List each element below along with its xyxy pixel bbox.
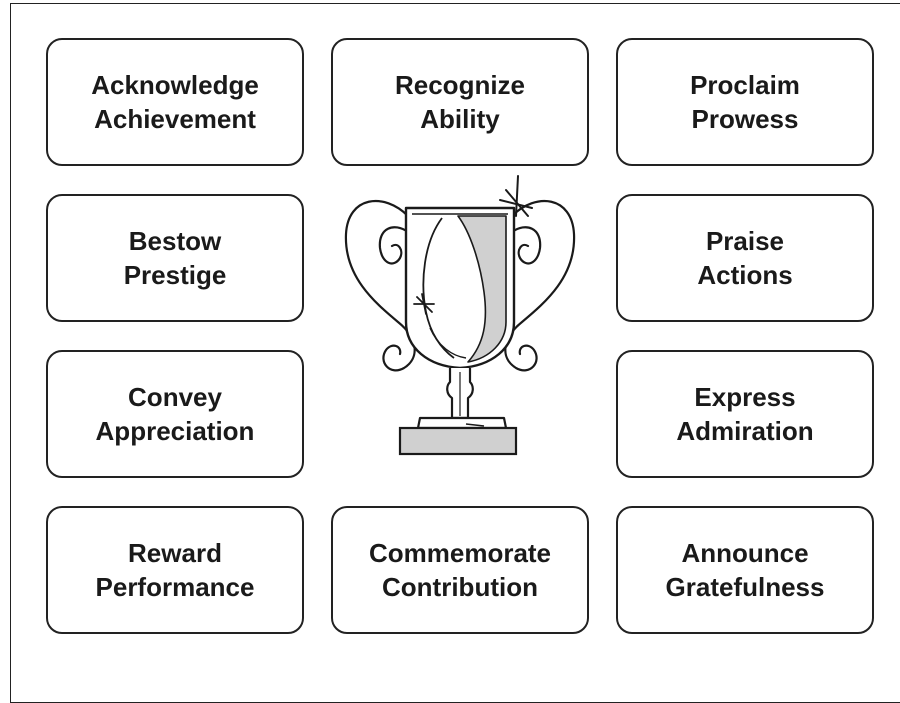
card-praise-actions: Praise Actions (616, 194, 874, 322)
card-label-line2: Actions (697, 260, 793, 290)
card-label-line1: Bestow (128, 226, 222, 256)
trophy-icon (344, 175, 576, 456)
card-reward-performance: Reward Performance (46, 506, 304, 634)
card-convey-appreciation: Convey Appreciation (46, 350, 304, 478)
card-announce-gratefulness: Announce Gratefulness (616, 506, 874, 634)
card-bestow-prestige: Bestow Prestige (46, 194, 304, 322)
card-commemorate-contribution: Commemorate Contribution (331, 506, 589, 634)
card-label-line1: Proclaim (690, 70, 800, 100)
card-label-line2: Ability (420, 104, 500, 134)
card-label-line2: Achievement (94, 104, 256, 134)
card-label-line1: Commemorate (368, 538, 552, 568)
card-label-line1: Praise (705, 226, 785, 256)
card-label-line1: Convey (128, 382, 222, 412)
card-recognize-ability: Recognize Ability (331, 38, 589, 166)
card-label-line1: Reward (128, 538, 222, 568)
card-acknowledge-achievement: Acknowledge Achievement (46, 38, 304, 166)
card-label-line1: Express (694, 382, 796, 412)
card-label-line2: Contribution (382, 572, 538, 602)
card-label-line2: Gratefulness (665, 572, 825, 602)
card-label-line1: Announce (681, 538, 809, 568)
card-express-admiration: Express Admiration (616, 350, 874, 478)
card-label-line1: Acknowledge (91, 70, 259, 100)
card-proclaim-prowess: Proclaim Prowess (616, 38, 874, 166)
card-label-line2: Prowess (691, 104, 799, 134)
card-label-line2: Performance (95, 572, 255, 602)
card-label-line1: Recognize (394, 70, 526, 100)
card-label-line2: Appreciation (95, 416, 255, 446)
card-label-line2: Admiration (676, 416, 814, 446)
card-label-line2: Prestige (123, 260, 227, 290)
